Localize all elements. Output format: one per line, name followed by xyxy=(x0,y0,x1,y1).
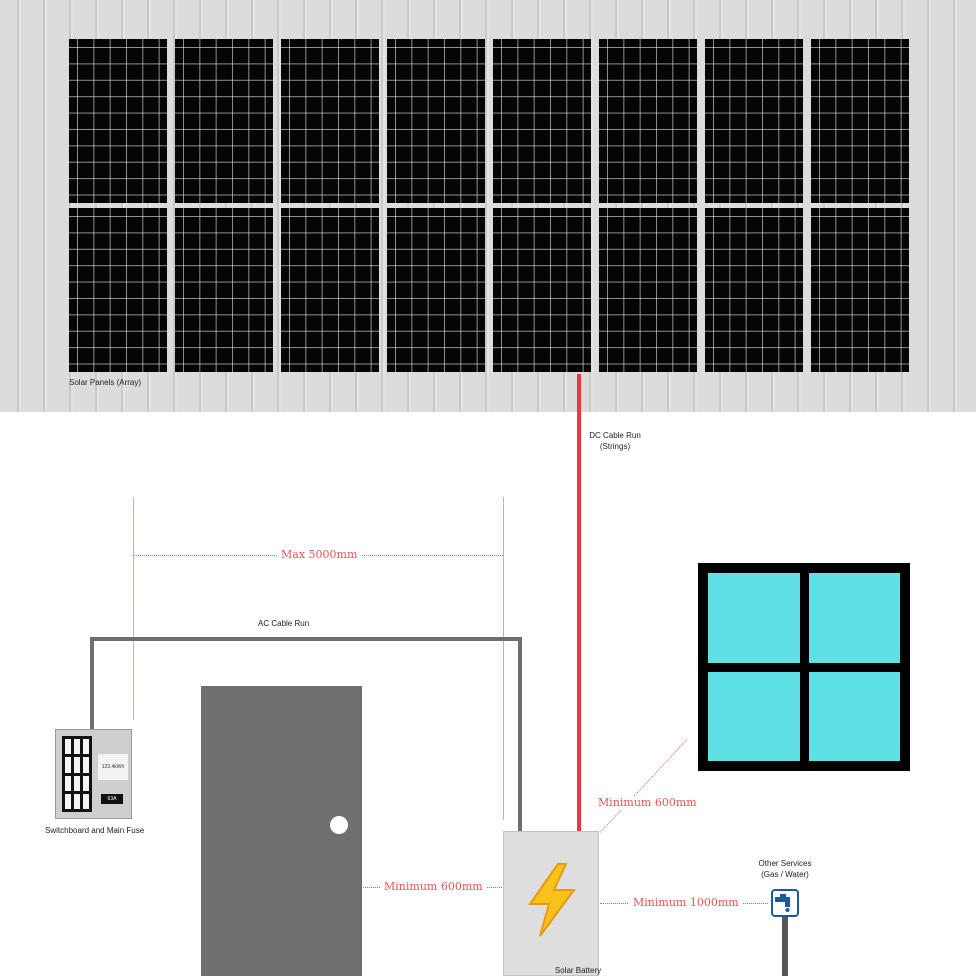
other-services-label-line1: Other Services xyxy=(758,859,812,868)
solar-panel xyxy=(599,39,697,203)
solar-battery xyxy=(503,831,599,976)
other-services-label: Other Services (Gas / Water) xyxy=(735,858,835,880)
solar-panel xyxy=(69,39,167,203)
solar-battery-label: Solar Battery xyxy=(554,966,602,975)
breaker xyxy=(83,793,89,809)
energy-meter: 123.4kWh xyxy=(98,754,128,780)
solar-panel xyxy=(493,208,591,372)
breaker xyxy=(83,739,89,755)
dimension-guide-left xyxy=(133,497,134,720)
window-pane xyxy=(808,573,900,663)
window-pane xyxy=(708,671,800,761)
window-pane xyxy=(808,671,900,761)
water-tap-icon xyxy=(771,889,799,917)
solar-panel xyxy=(281,39,379,203)
solar-panel xyxy=(175,39,273,203)
breaker xyxy=(74,757,80,773)
dc-cable-label-line2: (Strings) xyxy=(599,442,631,451)
solar-panel xyxy=(705,208,803,372)
breaker xyxy=(74,775,80,791)
solar-panel xyxy=(69,208,167,372)
dc-cable xyxy=(577,374,581,832)
lightning-bolt-icon xyxy=(528,863,576,937)
breaker xyxy=(74,739,80,755)
window-clearance-label: Minimum 600mm xyxy=(594,796,701,810)
door xyxy=(201,686,362,976)
breaker xyxy=(83,757,89,773)
breaker xyxy=(65,739,71,755)
main-fuse: 63A xyxy=(101,794,123,804)
window-pane xyxy=(708,573,800,663)
window-clearance-line xyxy=(600,739,688,833)
solar-panel xyxy=(387,39,485,203)
window xyxy=(698,563,910,771)
solar-panel xyxy=(493,39,591,203)
circuit-breakers xyxy=(62,736,92,812)
solar-panel xyxy=(705,39,803,203)
solar-panels-label: Solar Panels (Array) xyxy=(69,378,142,387)
switchboard-label: Switchboard and Main Fuse xyxy=(45,826,145,835)
other-services-label-line2: (Gas / Water) xyxy=(761,870,809,879)
breaker xyxy=(65,757,71,773)
breaker xyxy=(83,775,89,791)
services-clearance-label: Minimum 1000mm xyxy=(629,896,743,910)
door-knob xyxy=(330,816,348,834)
ac-cable-label: AC Cable Run xyxy=(258,619,310,628)
services-pipe xyxy=(782,917,788,976)
switchboard: 123.4kWh 63A xyxy=(55,729,132,819)
solar-panel xyxy=(387,208,485,372)
dc-cable-label-line1: DC Cable Run xyxy=(589,431,641,440)
ac-cable-top xyxy=(90,637,522,641)
breaker xyxy=(65,775,71,791)
breaker xyxy=(65,793,71,809)
max-distance-label: Max 5000mm xyxy=(277,548,362,562)
ac-cable-right xyxy=(518,637,522,832)
dimension-guide-right xyxy=(503,497,504,820)
solar-panel xyxy=(175,208,273,372)
solar-panel xyxy=(811,208,909,372)
solar-panel xyxy=(599,208,697,372)
dc-cable-label: DC Cable Run (Strings) xyxy=(575,430,655,452)
breaker xyxy=(74,793,80,809)
door-clearance-label: Minimum 600mm xyxy=(380,880,487,894)
solar-panel xyxy=(811,39,909,203)
solar-panel xyxy=(281,208,379,372)
ac-cable-left xyxy=(90,637,94,730)
